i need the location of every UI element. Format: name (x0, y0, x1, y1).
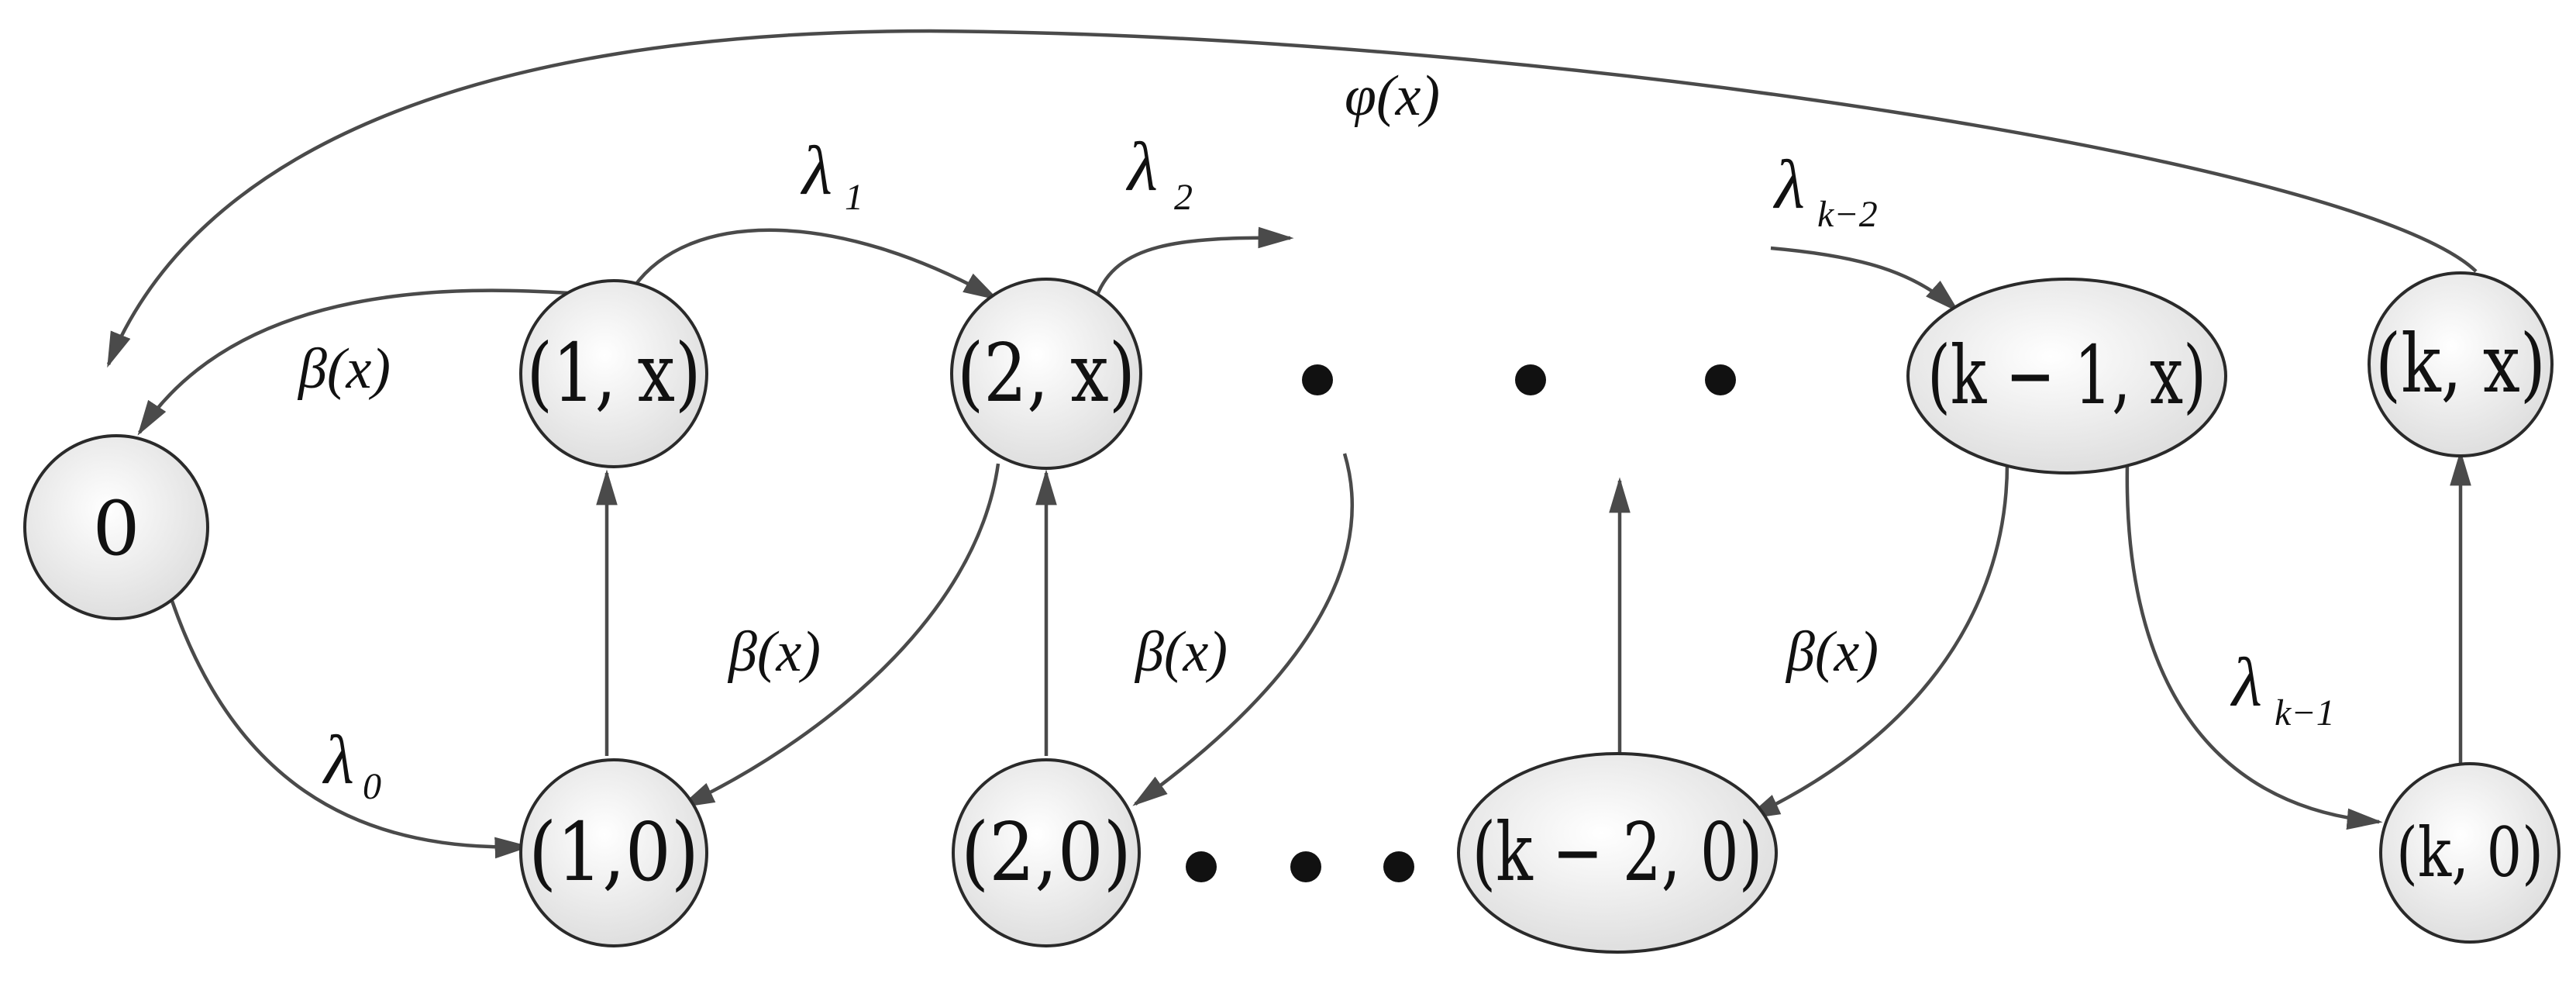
svg-text:λ: λ (1125, 129, 1158, 205)
node-k1x: (k − 1, x) (1906, 278, 2227, 475)
dot (1302, 364, 1333, 395)
svg-text:1: 1 (845, 177, 863, 218)
node-2x-label: (2, x) (957, 326, 1135, 420)
label-beta-k: β(x) (1785, 620, 1879, 684)
edge-beta-2x-to-10 (678, 463, 1000, 809)
edge-lambda1 (632, 228, 1000, 301)
nodes: 0 (1, x) (2, x) (k − 1, x) (k, x) (1,0) … (23, 271, 2561, 954)
ellipsis-dots (1186, 364, 1736, 882)
label-lambda2: λ 2 (1125, 129, 1193, 218)
node-1x-label: (1, x) (527, 326, 701, 420)
node-10-label: (1,0) (529, 805, 699, 899)
dot (1186, 851, 1217, 882)
dot (1515, 364, 1546, 395)
node-k0: (k, 0) (2379, 762, 2561, 944)
svg-text:2: 2 (1174, 177, 1193, 218)
label-lambdak1: λ k−1 (2230, 644, 2335, 733)
edge-lambdak1 (2125, 463, 2383, 830)
node-20: (2,0) (952, 758, 1141, 947)
label-phi: φ(x) (1345, 64, 1440, 128)
node-k20-label: (k − 2, 0) (1472, 805, 1763, 899)
svg-text:k−1: k−1 (2275, 692, 2335, 733)
node-1x: (1, x) (519, 279, 708, 468)
dot (1705, 364, 1736, 395)
label-lambdak2: λ k−2 (1772, 147, 1878, 235)
svg-text:λ: λ (800, 133, 832, 209)
dot (1383, 851, 1414, 882)
edge-beta-dots-to-20 (1132, 453, 1354, 806)
node-0: 0 (23, 434, 209, 620)
node-kx: (k, x) (2368, 271, 2554, 457)
node-k20: (k − 2, 0) (1457, 752, 1778, 954)
edge-lambda2 (1094, 226, 1294, 298)
label-beta-2: β(x) (1134, 620, 1228, 684)
svg-text:λ: λ (1772, 147, 1805, 223)
node-10: (1,0) (519, 758, 708, 947)
label-beta-1: β(x) (727, 620, 821, 684)
node-0-label: 0 (92, 485, 139, 572)
edge-labels: φ(x) β(x) β(x) β(x) β(x) λ 0 λ 1 λ 2 λ k… (297, 64, 2335, 807)
edge-lambda0 (170, 600, 531, 859)
svg-text:0: 0 (363, 766, 381, 807)
dot (1290, 851, 1321, 882)
node-kx-label: (k, x) (2375, 316, 2546, 411)
svg-text:k−2: k−2 (1817, 194, 1878, 235)
edge-beta-k1x-to-k20 (1744, 463, 2009, 820)
node-k1x-label: (k − 1, x) (1927, 328, 2206, 423)
node-20-label: (2,0) (961, 805, 1131, 899)
svg-text:λ: λ (322, 722, 354, 799)
node-k0-label: (k, 0) (2396, 813, 2543, 892)
label-beta-top: β(x) (297, 337, 391, 401)
svg-text:λ: λ (2230, 644, 2262, 721)
label-lambda0: λ 0 (322, 722, 381, 807)
label-lambda1: λ 1 (800, 133, 863, 218)
edge-lambdak2 (1770, 246, 1960, 313)
edge-beta-1x-to-0 (137, 288, 570, 436)
edge-phi (106, 29, 2478, 368)
edges (106, 29, 2478, 859)
node-2x: (2, x) (950, 278, 1142, 470)
